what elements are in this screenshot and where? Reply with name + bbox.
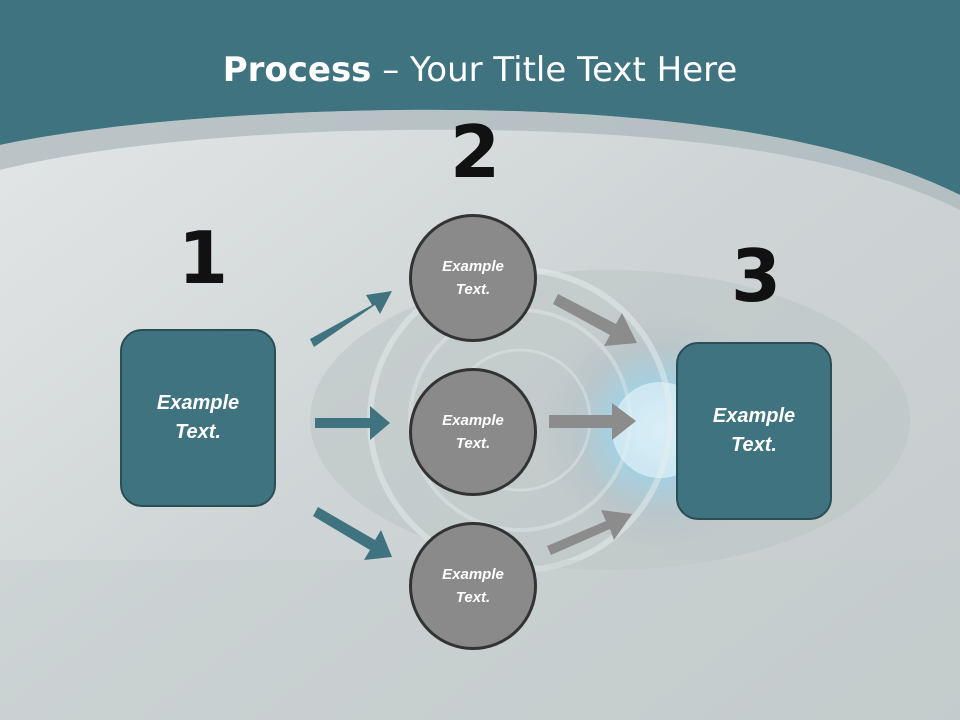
title-rest: – Your Title Text Here [371, 50, 738, 90]
step-2-number: 2 [450, 110, 501, 194]
title-bold: Process [222, 50, 372, 90]
step-1-number: 1 [178, 216, 229, 300]
step-2-item-3-text: Example Text. [442, 566, 504, 606]
step-3-text: Example Text. [712, 405, 796, 456]
step-2-circle-1: Example Text. [409, 214, 537, 342]
step-2-circle-3: Example Text. [409, 522, 537, 650]
step-1-text: Example Text. [156, 392, 240, 443]
step-1-box: Example Text. [120, 329, 276, 507]
page-title: Process – Your Title Text Here [0, 50, 960, 90]
step-2-item-2-text: Example Text. [442, 412, 504, 452]
step-2-item-1-text: Example Text. [442, 258, 504, 298]
step-3-box: Example Text. [676, 342, 832, 520]
step-2-circle-2: Example Text. [409, 368, 537, 496]
step-3-number: 3 [731, 234, 782, 318]
